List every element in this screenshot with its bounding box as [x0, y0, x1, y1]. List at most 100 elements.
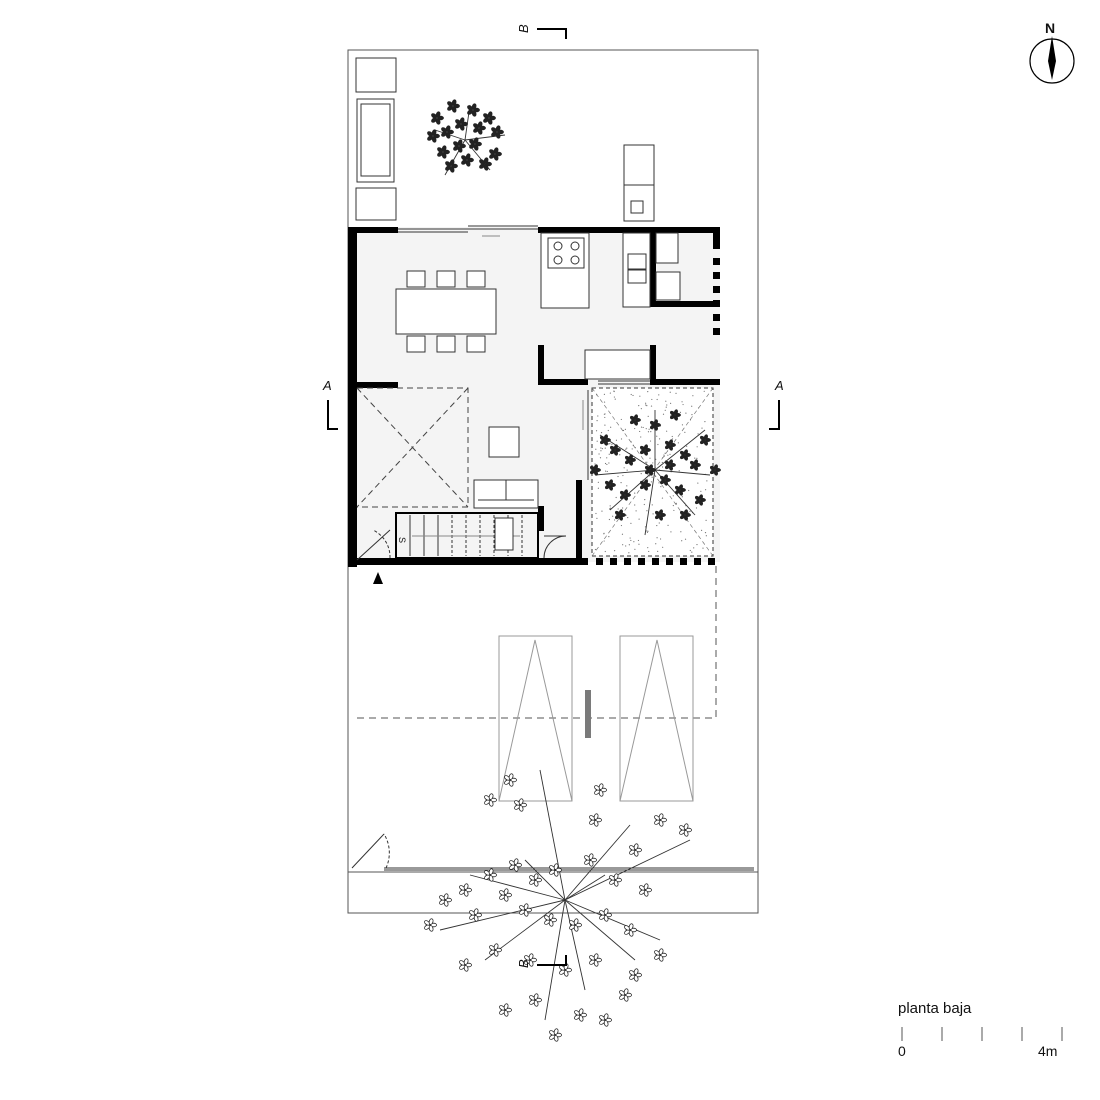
- tree-icon: [427, 99, 506, 176]
- leaf-cluster: [654, 813, 667, 827]
- leaf-cluster: [445, 159, 458, 173]
- leaf-cluster: [427, 129, 440, 143]
- garage-overhang: [357, 566, 717, 719]
- leaf-cluster: [467, 103, 480, 117]
- sliding-door: [398, 225, 538, 237]
- leaf-cluster: [624, 923, 637, 937]
- leaf-cluster: [504, 773, 517, 787]
- entry-door: [356, 529, 391, 561]
- leaf-cluster: [441, 125, 454, 139]
- leaf-cluster: [614, 509, 626, 521]
- leaf-cluster: [459, 958, 472, 972]
- leaf-cluster: [447, 99, 460, 113]
- living-furniture: [473, 426, 539, 509]
- leaf-cluster: [629, 843, 642, 857]
- leaf-cluster: [664, 439, 676, 451]
- leaf-cluster: [499, 888, 512, 902]
- leaf-cluster: [509, 858, 522, 872]
- leaf-cluster: [629, 968, 642, 982]
- leaf-cluster: [549, 1028, 562, 1042]
- leaf-cluster: [459, 883, 472, 897]
- tree-icon: [589, 409, 721, 536]
- stair-label: S: [397, 537, 407, 543]
- leaf-cluster: [589, 813, 602, 827]
- leaf-cluster: [473, 121, 486, 135]
- entry-arrow-icon: [373, 572, 383, 584]
- leaf-cluster: [674, 484, 686, 496]
- leaf-cluster: [439, 893, 452, 907]
- leaf-cluster: [679, 823, 692, 837]
- leaf-cluster: [629, 414, 641, 426]
- dining-table: [395, 270, 497, 353]
- leaf-cluster: [544, 913, 557, 927]
- leaf-cluster: [609, 444, 621, 456]
- leaf-cluster: [599, 1013, 612, 1027]
- leaf-cluster: [604, 479, 616, 491]
- leaf-cluster: [529, 873, 542, 887]
- section-marker-b-top: [537, 28, 567, 39]
- scale-end: 4m: [1038, 1043, 1057, 1059]
- leaf-cluster: [489, 943, 502, 957]
- leaf-cluster: [619, 988, 632, 1002]
- staircase: [395, 512, 567, 559]
- leaf-cluster: [559, 963, 572, 977]
- leaf-cluster: [599, 434, 611, 446]
- lattice-walls: [540, 258, 720, 565]
- drawing-title: planta baja: [898, 1000, 972, 1017]
- leaf-cluster: [589, 464, 601, 476]
- leaf-cluster: [469, 137, 482, 151]
- parking-bays: [498, 635, 694, 802]
- leaf-cluster: [669, 409, 681, 421]
- leaf-cluster: [453, 139, 466, 153]
- leaf-cluster: [489, 147, 502, 161]
- leaf-cluster: [689, 459, 701, 471]
- trees: [424, 99, 721, 1042]
- double-height-void: [356, 387, 469, 508]
- leaf-cluster: [599, 908, 612, 922]
- leaf-cluster: [584, 853, 597, 867]
- scale-bar: [901, 1027, 1063, 1041]
- leaf-cluster: [639, 479, 651, 491]
- leaf-cluster: [469, 908, 482, 922]
- section-marker-a-left: [327, 400, 338, 430]
- leaf-cluster: [699, 434, 711, 446]
- scale-start: 0: [898, 1043, 906, 1059]
- leaf-cluster: [437, 145, 450, 159]
- section-a-left-label: A: [322, 378, 332, 393]
- walls: [348, 227, 720, 567]
- section-a-right-label: A: [774, 378, 784, 393]
- leaf-cluster: [529, 993, 542, 1007]
- leaf-cluster: [519, 903, 532, 917]
- leaf-cluster: [679, 509, 691, 521]
- leaf-cluster: [491, 125, 504, 139]
- leaf-cluster: [654, 509, 666, 521]
- leaf-cluster: [484, 868, 497, 882]
- section-b-top-label: B: [516, 24, 531, 33]
- leaf-cluster: [639, 883, 652, 897]
- section-b-bottom-label: B: [516, 959, 531, 968]
- leaf-cluster: [479, 157, 492, 171]
- leaf-cluster: [549, 863, 562, 877]
- garage-drain: [585, 690, 591, 738]
- leaf-cluster: [659, 474, 671, 486]
- leaf-cluster: [589, 953, 602, 967]
- leaf-cluster: [639, 444, 651, 456]
- north-arrow-icon: [1029, 36, 1075, 84]
- leaf-cluster: [499, 1003, 512, 1017]
- leaf-cluster: [574, 1008, 587, 1022]
- leaf-cluster: [484, 793, 497, 807]
- leaf-cluster: [654, 948, 667, 962]
- leaf-cluster: [709, 464, 721, 476]
- kitchen: [540, 232, 681, 380]
- leaf-cluster: [679, 449, 691, 461]
- front-gate: [351, 833, 754, 871]
- leaf-cluster: [483, 111, 496, 125]
- leaf-cluster: [664, 459, 676, 471]
- leaf-cluster: [569, 918, 582, 932]
- leaf-cluster: [431, 111, 444, 125]
- leaf-cluster: [461, 153, 474, 167]
- rear-planters: [355, 57, 655, 222]
- leaf-cluster: [609, 873, 622, 887]
- leaf-cluster: [644, 464, 656, 476]
